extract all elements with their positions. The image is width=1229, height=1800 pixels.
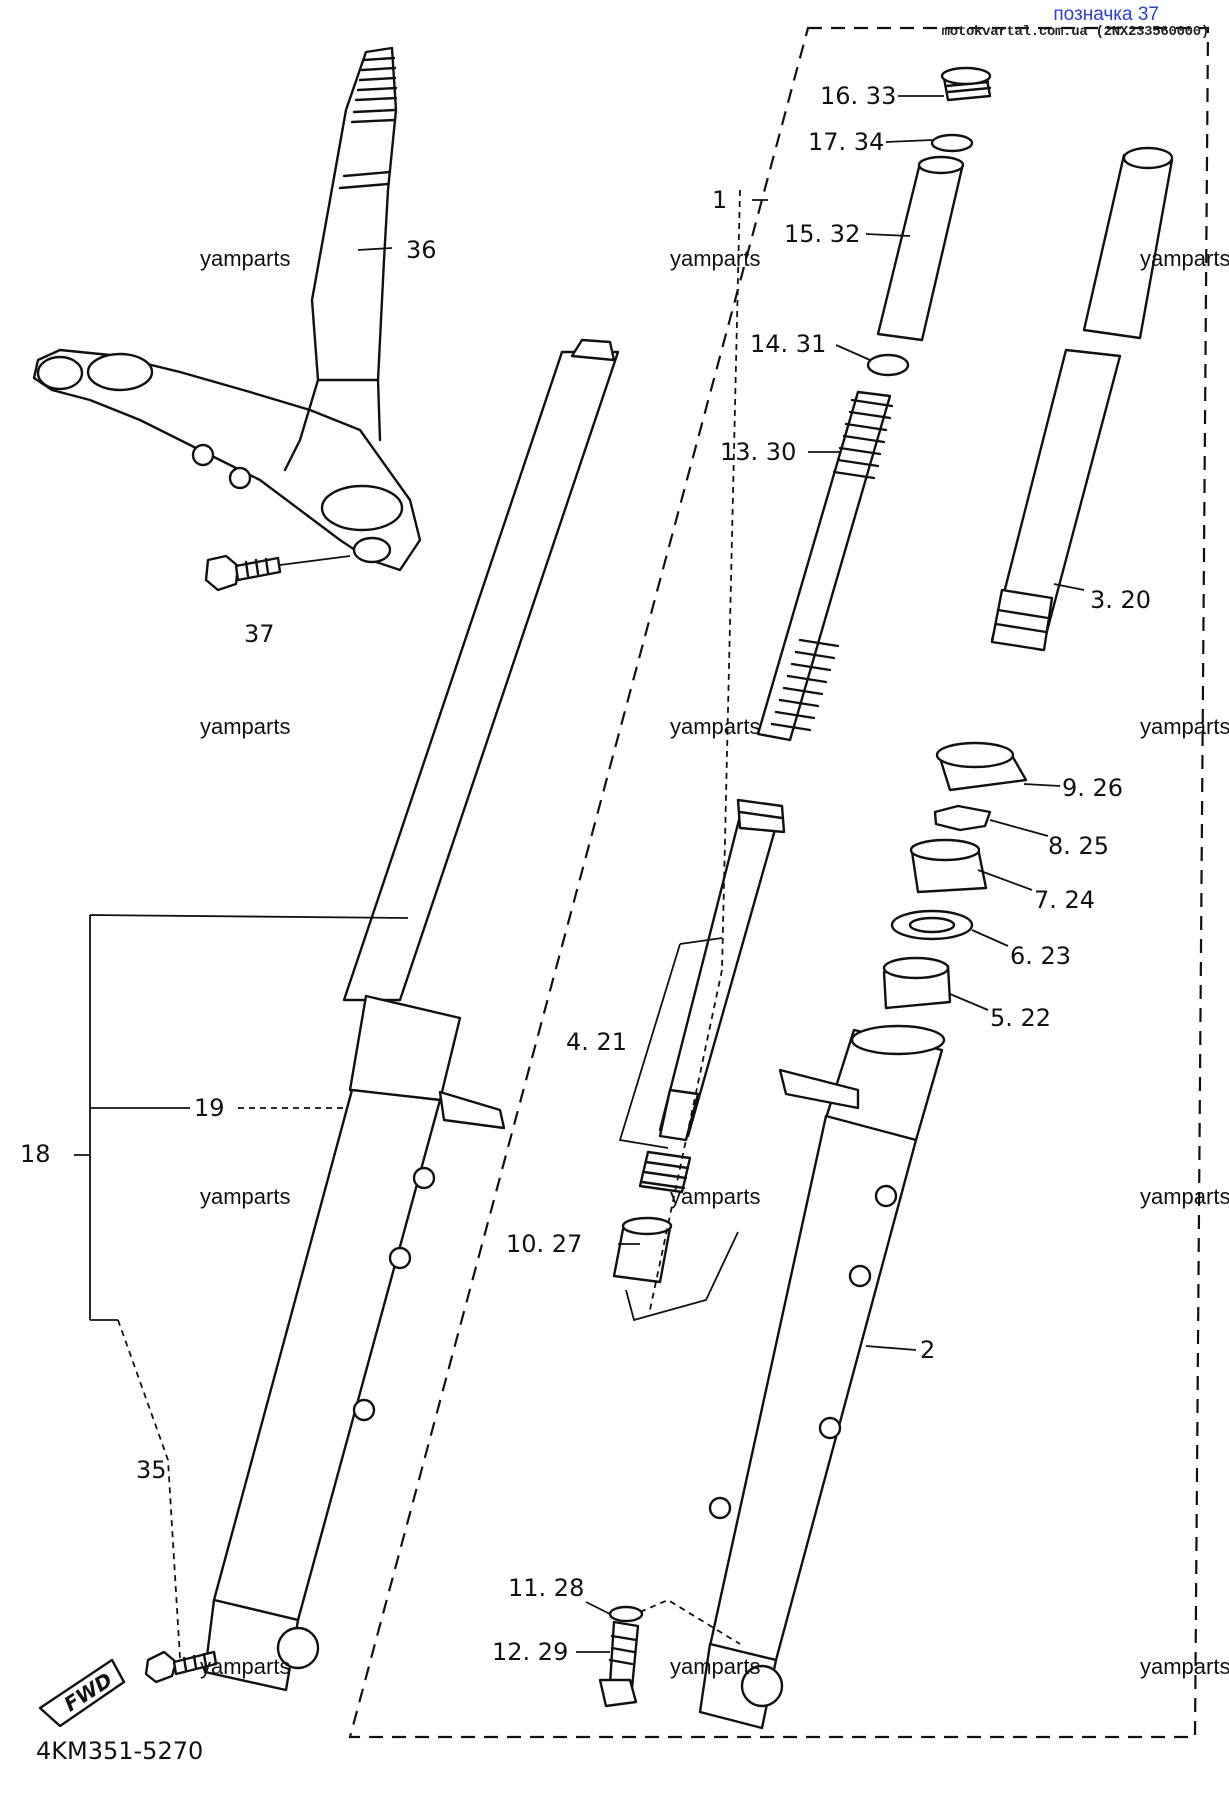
watermark: yamparts: [200, 1654, 291, 1679]
fwd-arrow-badge: [38, 1658, 126, 1728]
bottom-bolt-parts: [598, 1598, 741, 1708]
watermark: yamparts: [670, 714, 761, 739]
callout-14-31: 14. 31: [750, 330, 827, 358]
callout-13-30: 13. 30: [720, 438, 797, 466]
watermark: yamparts: [670, 1654, 761, 1679]
watermark: yamparts: [670, 246, 761, 271]
seal-stack-parts: [882, 741, 1028, 1010]
watermark: yamparts: [1140, 1184, 1229, 1209]
fork-spring-part: [756, 390, 894, 742]
callout-10-27: 10. 27: [506, 1230, 583, 1258]
callout-5-22: 5. 22: [990, 1004, 1052, 1032]
callout-12-29: 12. 29: [492, 1638, 569, 1666]
callout-36: 36: [406, 236, 437, 264]
source-caption: motokvartal.com.ua (2NX233560000): [941, 24, 1210, 40]
callout-19: 19: [194, 1094, 225, 1122]
callout-6-23: 6. 23: [1010, 942, 1072, 970]
watermark: yamparts: [200, 1184, 291, 1209]
callout-35: 35: [136, 1456, 167, 1484]
diagram-code: 4KM351-5270: [36, 1737, 204, 1765]
callout-17-34: 17. 34: [808, 128, 885, 156]
callout-7-24: 7. 24: [1034, 886, 1096, 914]
damper-rod-part: [618, 798, 786, 1149]
callout-37: 37: [244, 620, 275, 648]
callout-3-20: 3. 20: [1090, 586, 1152, 614]
bolt-37-part: [204, 554, 351, 592]
callout-11-28: 11. 28: [508, 1574, 585, 1602]
left-fork-tube-part: [203, 338, 620, 1692]
watermark: yamparts: [200, 714, 291, 739]
callout-16-33: 16. 33: [820, 82, 897, 110]
callout-4-21: 4. 21: [566, 1028, 628, 1056]
callout-1: 1: [712, 186, 728, 214]
leader-35: [117, 1319, 181, 1659]
oil-lock-piece-part: [612, 1216, 739, 1322]
under-bracket-part: [32, 348, 422, 572]
assembly-dashed-outline: [348, 26, 1210, 1739]
bolt-35-part: [144, 1650, 218, 1684]
callout-18: 18: [20, 1140, 51, 1168]
cap-bolt-part: [930, 66, 992, 153]
callout-2: 2: [920, 1336, 936, 1364]
callout-15-32: 15. 32: [784, 220, 861, 248]
marker-link[interactable]: позначка 37: [1053, 4, 1159, 25]
leader-lines: [357, 95, 1085, 1653]
watermark: yamparts: [1140, 246, 1229, 271]
watermark: yamparts: [200, 246, 291, 271]
callout-8-25: 8. 25: [1048, 832, 1110, 860]
watermark: yamparts: [670, 1184, 761, 1209]
right-outer-tube-part: [698, 1024, 946, 1730]
inner-tube-part: [990, 146, 1174, 652]
bracket-18-line: [74, 914, 409, 1321]
washer-part: [866, 353, 910, 377]
steering-stem-part: [310, 46, 398, 382]
callout-9-26: 9. 26: [1062, 774, 1124, 802]
watermark: yamparts: [1140, 1654, 1229, 1679]
watermark: yamparts: [1140, 714, 1229, 739]
page-header: позначка 37 motokvartal.com.ua (2NX23356…: [941, 4, 1210, 40]
spacer-part: [876, 155, 965, 342]
rebound-spring-part: [638, 1150, 692, 1194]
